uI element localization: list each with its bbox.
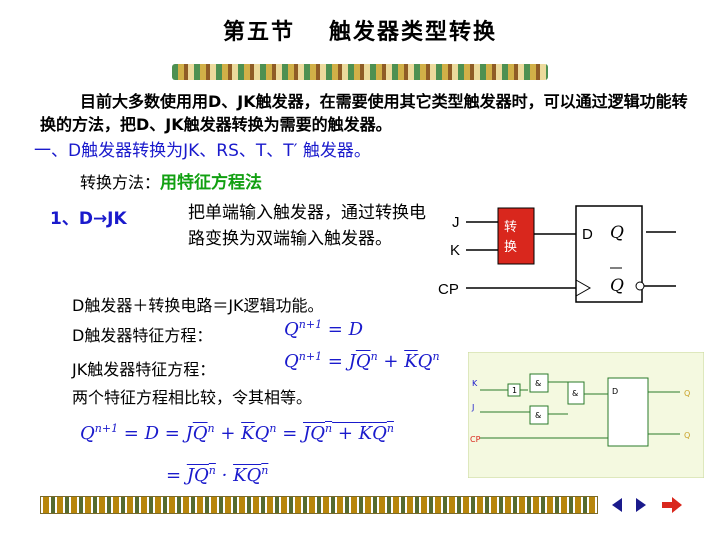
- intro-paragraph: 目前大多数使用用D、JK触发器，在需要使用其它类型触发器时，可以通过逻辑功能转换…: [40, 90, 690, 136]
- clock-triangle: [575, 279, 592, 297]
- section-heading: 一、D触发器转换为JK、RS、T、T′ 触发器。: [34, 141, 371, 161]
- circuit-background: [468, 352, 704, 478]
- label-q: Q: [610, 223, 624, 243]
- diagram-wires: [466, 221, 676, 289]
- convert-text-1: 转: [504, 220, 517, 235]
- circuit-label-cp: CP: [470, 435, 481, 444]
- combined-equation: Qn+1 = D = JQn + KQn = JQn + KQn: [80, 422, 394, 444]
- circuit-label-one: 1: [512, 386, 517, 395]
- qbar-bubble: [635, 281, 645, 291]
- and-gate-2: [529, 405, 549, 425]
- footer-band: [40, 496, 598, 514]
- line-4: 两个特征方程相比较，令其相等。: [72, 388, 313, 407]
- circuit-schematic: K J CP D Q Q 1 & & &: [468, 352, 704, 478]
- line-2: D触发器特征方程：: [72, 322, 212, 346]
- label-k: K: [450, 242, 460, 259]
- d-equation: Qn+1 = D: [284, 318, 364, 340]
- convert-text-2: 换: [504, 240, 517, 255]
- d-flipflop-box: [575, 205, 643, 303]
- label-j: J: [452, 214, 460, 231]
- circuit-label-and-3: &: [572, 389, 578, 398]
- page-title: 第五节 触发器类型转换: [0, 14, 720, 46]
- title-part1: 第五节: [222, 19, 295, 45]
- method-line: 转换方法：用特征方程法: [80, 168, 262, 193]
- label-d: D: [582, 226, 593, 243]
- subsection-title: 1、D→JK: [50, 209, 127, 229]
- description-text: 把单端输入触发器，通过转换电路变换为双端输入触发器。: [188, 203, 426, 249]
- prev-arrow-icon[interactable]: [608, 496, 626, 514]
- circuit-label-j: J: [471, 403, 474, 412]
- line-1: D触发器＋转换电路＝JK逻辑功能。: [72, 296, 324, 315]
- line-3-text: JK触发器特征方程：: [72, 360, 216, 379]
- label-cp: CP: [438, 281, 459, 298]
- return-arrow-icon[interactable]: [660, 496, 684, 514]
- circuit-label-and-2: &: [535, 411, 541, 420]
- not-gate: [507, 383, 521, 397]
- line-2-text: D触发器特征方程：: [72, 326, 213, 345]
- title-part2: 触发器类型转换: [329, 19, 498, 45]
- method-value: 用特征方程法: [160, 173, 263, 193]
- circuit-d-flipflop: [607, 377, 649, 447]
- nand-gate: [567, 381, 585, 405]
- block-diagram: J K CP 转 换 D Q Q: [438, 205, 676, 303]
- circuit-label-q: Q: [684, 389, 690, 398]
- next-arrow-icon[interactable]: [632, 496, 650, 514]
- intro-text: 目前大多数使用用D、JK触发器，在需要使用其它类型触发器时，可以通过逻辑功能转换…: [40, 92, 688, 134]
- simplified-equation: = JQn · KQn: [166, 464, 269, 486]
- circuit-label-d: D: [612, 387, 618, 396]
- circuit-label-and-1: &: [535, 379, 541, 388]
- method-label: 转换方法：: [80, 173, 161, 192]
- convert-box: [497, 207, 535, 265]
- jk-equation: Qn+1 = JQn + KQn: [284, 350, 440, 372]
- decorative-band: [172, 64, 548, 80]
- label-qbar: Q: [610, 276, 624, 296]
- and-gate-1: [529, 373, 549, 393]
- circuit-wires: [480, 381, 680, 439]
- circuit-label-k: K: [472, 379, 478, 388]
- line-3: JK触发器特征方程：: [72, 356, 215, 380]
- circuit-label-qbar: Q: [684, 431, 690, 440]
